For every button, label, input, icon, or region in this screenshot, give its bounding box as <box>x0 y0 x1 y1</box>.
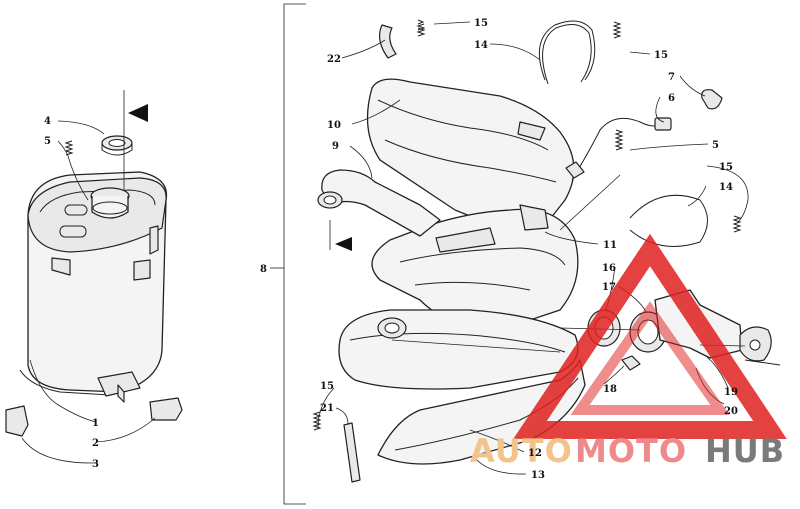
callout-20: 20 <box>724 406 738 417</box>
direction-arrow <box>329 220 352 251</box>
callout-7: 7 <box>668 72 675 83</box>
callout-22: 22 <box>327 54 341 65</box>
spring <box>64 140 74 156</box>
watermark-moto: MOTO <box>575 432 687 470</box>
watermark-hub: HUB <box>705 432 785 470</box>
expansion-chamber <box>317 78 579 390</box>
spring <box>614 129 624 151</box>
callout-15: 15 <box>654 50 668 61</box>
callout-15: 15 <box>320 381 334 392</box>
callout-18: 18 <box>603 384 617 395</box>
spring <box>416 19 426 37</box>
callout-10: 10 <box>327 120 341 131</box>
callout-9: 9 <box>332 141 339 152</box>
callout-5: 5 <box>44 136 51 147</box>
callout-3: 3 <box>92 459 99 470</box>
spring <box>312 411 322 431</box>
callout-11: 11 <box>603 240 617 251</box>
callout-4: 4 <box>44 116 51 127</box>
callout-12: 12 <box>528 448 542 459</box>
watermark-wordmark: AUTO MOTO HUB <box>470 432 785 470</box>
nut <box>621 355 641 371</box>
assembly-bracket-8 <box>270 3 306 505</box>
rubber-mount <box>5 405 29 437</box>
callout-2: 2 <box>92 438 99 449</box>
rubber-strap <box>343 422 361 483</box>
callout-17: 17 <box>602 282 616 293</box>
callout-15: 15 <box>474 18 488 29</box>
callout-1: 1 <box>92 418 99 429</box>
callout-14: 14 <box>474 40 488 51</box>
callout-19: 19 <box>724 387 738 398</box>
grommet <box>101 135 133 156</box>
watermark-auto: AUTO <box>470 432 573 470</box>
band-clamp <box>629 194 708 247</box>
callout-14: 14 <box>719 182 733 193</box>
small-clamp <box>701 89 723 110</box>
callout-16: 16 <box>602 263 616 274</box>
spring <box>732 215 742 233</box>
spring <box>612 21 622 39</box>
watermark-logo <box>513 233 787 439</box>
callout-13: 13 <box>531 470 545 481</box>
callouts: 4 5 1 2 3 8 22 15 14 15 7 6 5 10 9 15 14… <box>44 18 738 481</box>
callout-15: 15 <box>719 162 733 173</box>
muffler-bracket <box>97 371 141 403</box>
spring-clip <box>378 24 397 59</box>
direction-arrow <box>123 90 148 190</box>
band-clamp <box>538 20 596 85</box>
exhaust-temp-sensor <box>565 117 672 181</box>
muffler-assembly <box>19 171 168 396</box>
callout-6: 6 <box>668 93 675 104</box>
callout-8: 8 <box>260 264 267 275</box>
callout-21: 21 <box>320 403 334 414</box>
rubber-mount <box>149 397 183 421</box>
callout-5: 5 <box>712 140 719 151</box>
